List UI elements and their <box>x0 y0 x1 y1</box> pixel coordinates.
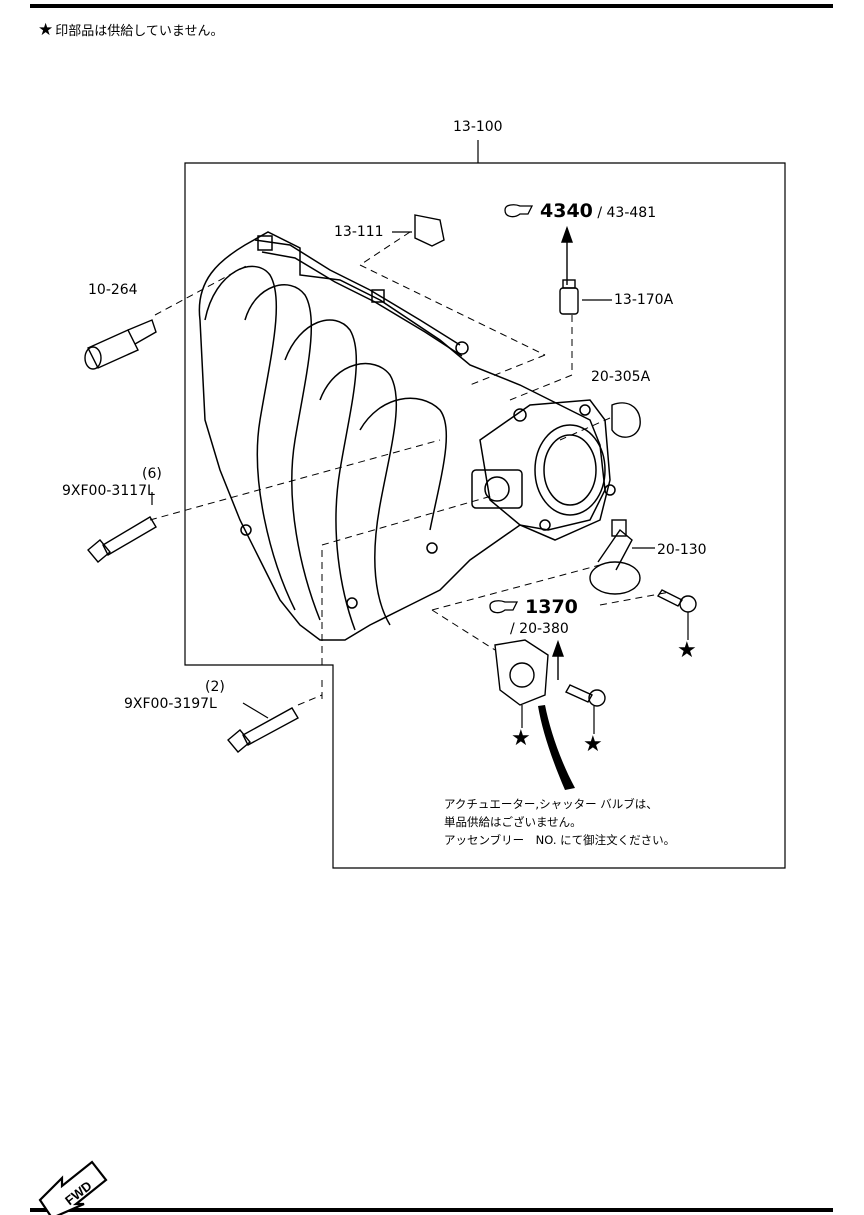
actuator-20-130-shape <box>589 519 641 595</box>
pointer-curve <box>538 705 575 790</box>
label-20-130: 20-130 <box>657 542 707 558</box>
ref-1370-main: 1370 <box>525 596 578 618</box>
intake-manifold-body <box>198 231 606 641</box>
not-supplied-star-icon: ★ <box>583 732 603 757</box>
actuator-note-line1: アクチュエーター,シャッター バルブは、 <box>444 797 658 811</box>
actuator-note-line2: 単品供給はございません。 <box>444 815 582 829</box>
ref-1370-sub: / 20-380 <box>510 621 569 637</box>
label-bolt-3197-qty: (2) <box>205 679 225 695</box>
gasket-20-305a-shape <box>611 402 641 438</box>
reference-icon <box>489 204 534 614</box>
sleeve-10-264-shape <box>84 319 157 370</box>
bolt-3197l-shape <box>227 707 299 753</box>
ref-4340-sub: / 43-481 <box>597 205 657 221</box>
throttle-body <box>471 399 616 541</box>
label-13-111: 13-111 <box>334 224 384 240</box>
label-bolt-3197-part: 9XF00-3197L <box>124 696 217 712</box>
not-supplied-star-icon: ★ <box>677 638 697 663</box>
gasket-13-111-shape <box>414 214 445 247</box>
fwd-arrow-icon: FWD <box>38 1160 108 1215</box>
sensor-13-170a-shape <box>559 279 579 315</box>
bolt-3117l-shape <box>87 516 157 563</box>
ref-4340-main: 4340 <box>540 200 593 222</box>
shutter-valve-actuator-shape <box>494 639 606 707</box>
star-icon: ★ <box>38 20 54 40</box>
label-20-305a: 20-305A <box>591 369 651 385</box>
bottom-rule <box>30 1208 833 1212</box>
top-rule <box>30 4 833 8</box>
label-bolt-3117-qty: (6) <box>142 466 162 482</box>
ref-1370-main-wrap: 1370 <box>525 598 578 617</box>
not-supplied-note: ★印部品は供給していません。 <box>38 20 223 40</box>
ref-4340: 4340 / 43-481 <box>540 202 656 221</box>
label-bolt-3117-part: 9XF00-3117L <box>62 483 155 499</box>
not-supplied-star-icon: ★ <box>511 726 531 751</box>
label-10-264: 10-264 <box>88 282 138 298</box>
not-supplied-text: 印部品は供給していません。 <box>55 24 224 39</box>
label-13-100: 13-100 <box>453 119 503 135</box>
label-13-170a: 13-170A <box>614 292 674 308</box>
actuator-note: アクチュエーター,シャッター バルブは、 単品供給はございません。 アッセンブリ… <box>444 795 675 849</box>
assembly-frame <box>184 162 786 869</box>
actuator-note-line3: アッセンブリー NO. にて御注文ください。 <box>444 833 676 847</box>
